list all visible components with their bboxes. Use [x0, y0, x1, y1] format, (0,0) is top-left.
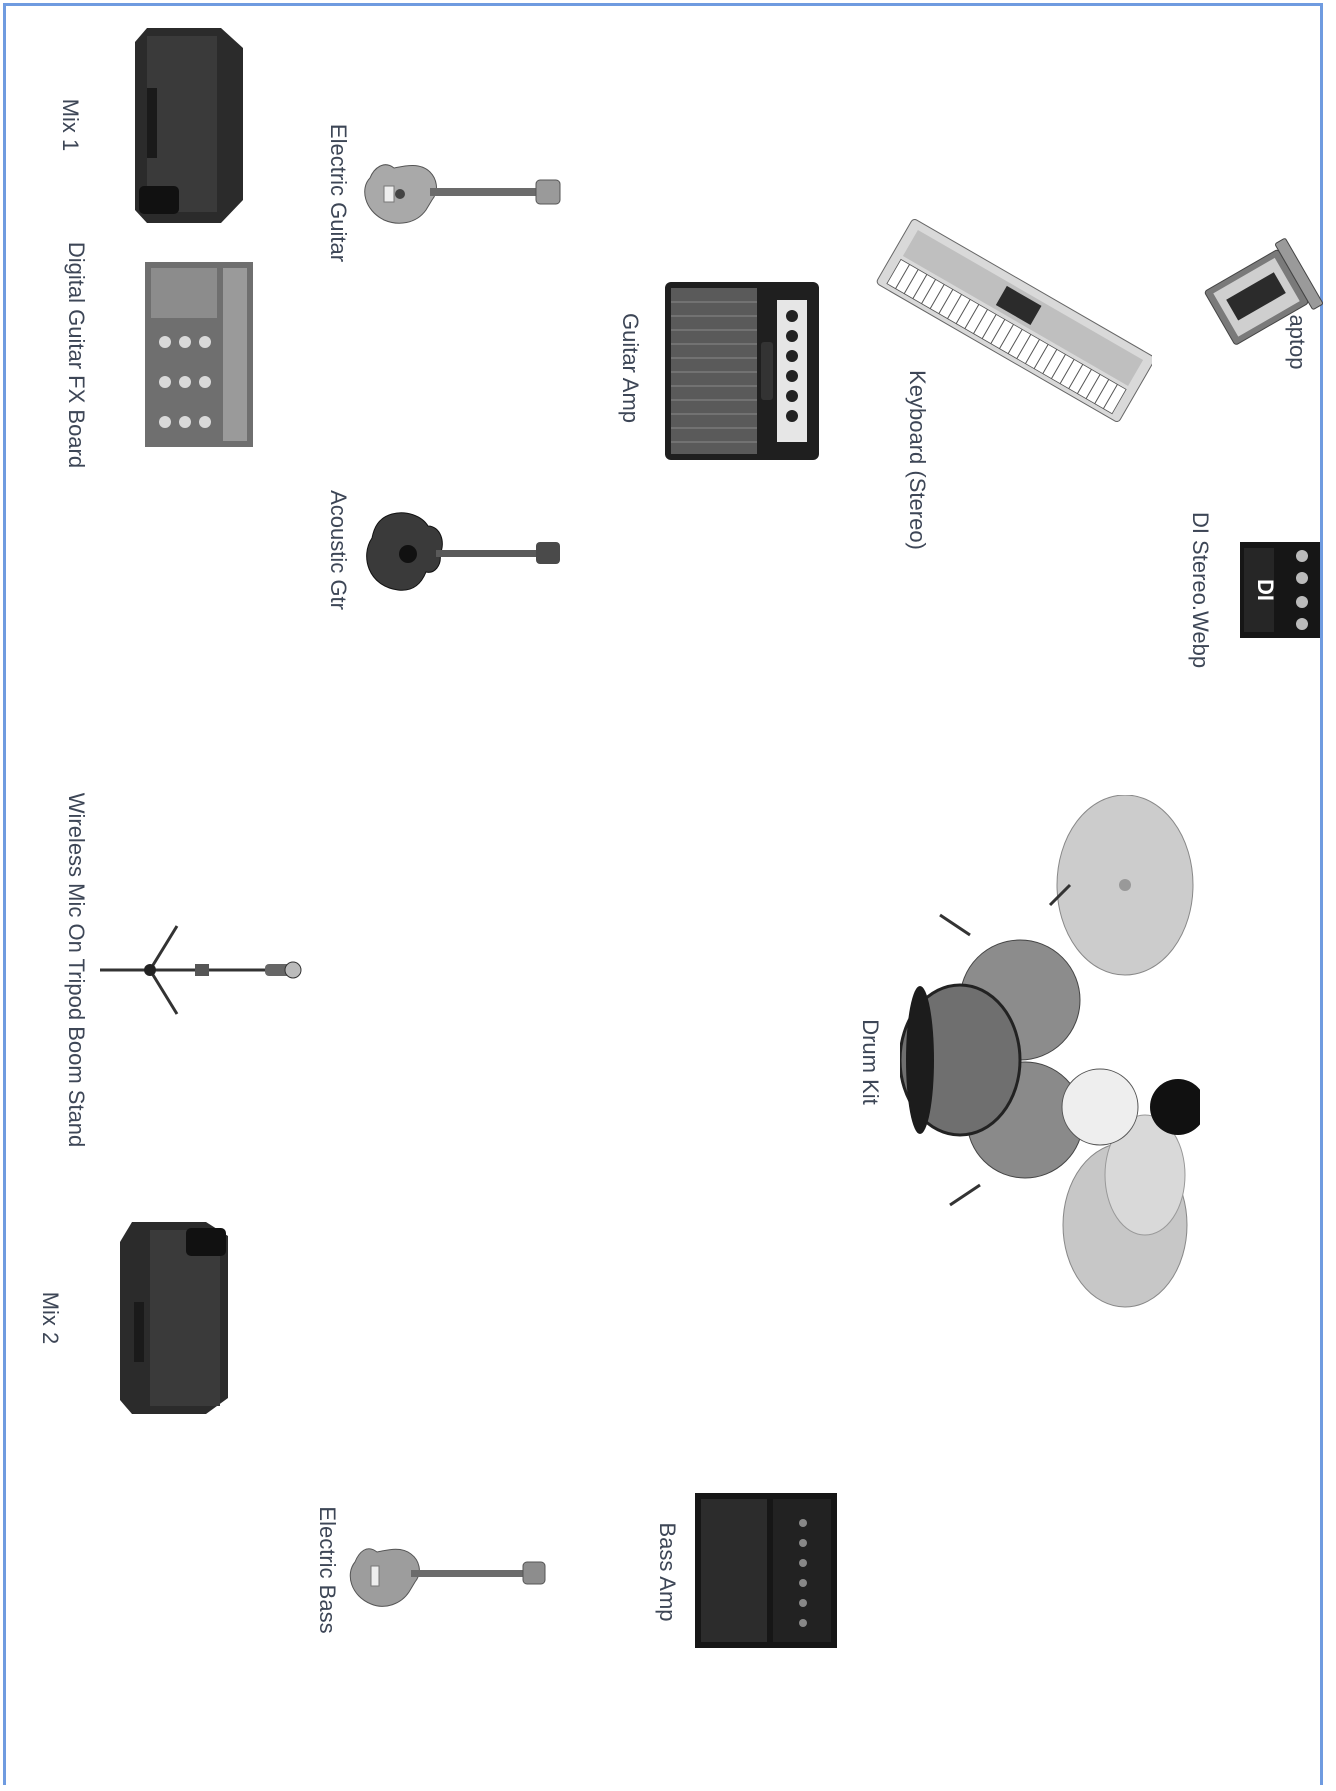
electric-bass-label: Electric Bass: [314, 1506, 340, 1633]
fx-board-label: Digital Guitar FX Board: [63, 242, 89, 468]
laptop-icon[interactable]: [1200, 232, 1330, 362]
mix2-label: Mix 2: [37, 1292, 63, 1345]
laptop-label: aptop: [1284, 314, 1310, 369]
acoustic-gtr-label: Acoustic Gtr: [325, 490, 351, 610]
fx-board-icon[interactable]: [145, 262, 253, 447]
bass-amp-label: Bass Amp: [654, 1522, 680, 1621]
mix2-monitor-icon[interactable]: [120, 1222, 232, 1414]
drum-kit-icon[interactable]: [900, 795, 1200, 1330]
wireless-mic-label: Wireless Mic On Tripod Boom Stand: [63, 793, 89, 1148]
acoustic-guitar-icon[interactable]: [360, 500, 565, 600]
mix1-monitor-icon[interactable]: [135, 28, 247, 223]
electric-bass-icon[interactable]: [345, 1530, 550, 1620]
guitar-amp-icon[interactable]: [665, 282, 819, 460]
bass-amp-icon[interactable]: [695, 1493, 837, 1648]
guitar-amp-label: Guitar Amp: [617, 313, 643, 423]
wireless-mic-stand-icon[interactable]: [95, 920, 305, 1030]
mix1-label: Mix 1: [57, 99, 83, 152]
di-box-icon[interactable]: DI: [1240, 542, 1320, 638]
di-box-text: DI: [1253, 579, 1278, 601]
electric-guitar-label: Electric Guitar: [325, 124, 351, 262]
electric-guitar-icon[interactable]: [360, 148, 565, 238]
drum-kit-label: Drum Kit: [857, 1019, 883, 1105]
di-stereo-label: DI Stereo.Webp: [1187, 512, 1213, 668]
keyboard-label: Keyboard (Stereo): [904, 370, 930, 550]
